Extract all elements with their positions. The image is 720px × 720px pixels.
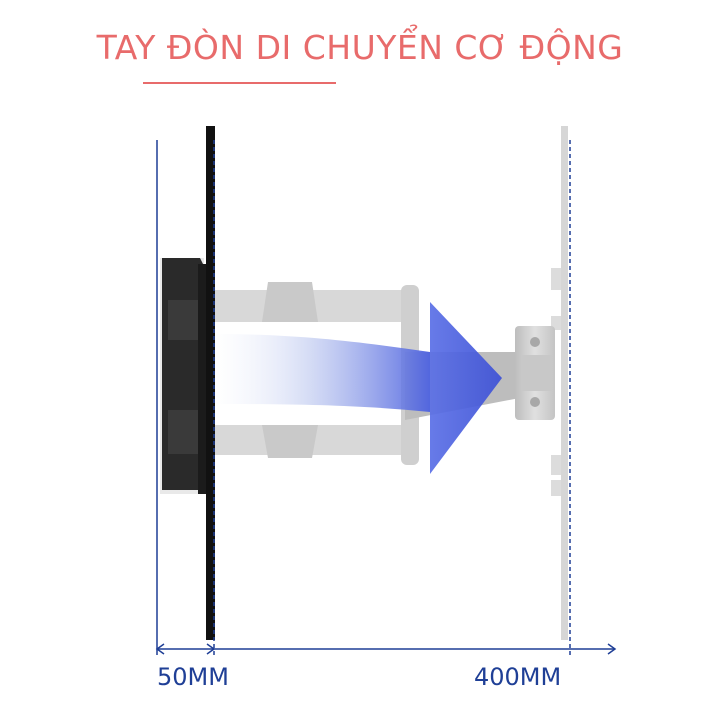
retracted-dimension-label: 50MM [157,663,229,691]
dimension-lines [155,140,617,655]
retracted-tv-panel [206,126,215,640]
page-title: TAY ĐÒN DI CHUYỂN CƠ ĐỘNG [96,28,624,67]
motion-arrow [212,302,502,474]
wall-plate [160,258,210,494]
extended-tv-panel [551,126,568,640]
extended-dimension-label: 400MM [474,663,562,691]
title-underline [143,82,336,84]
